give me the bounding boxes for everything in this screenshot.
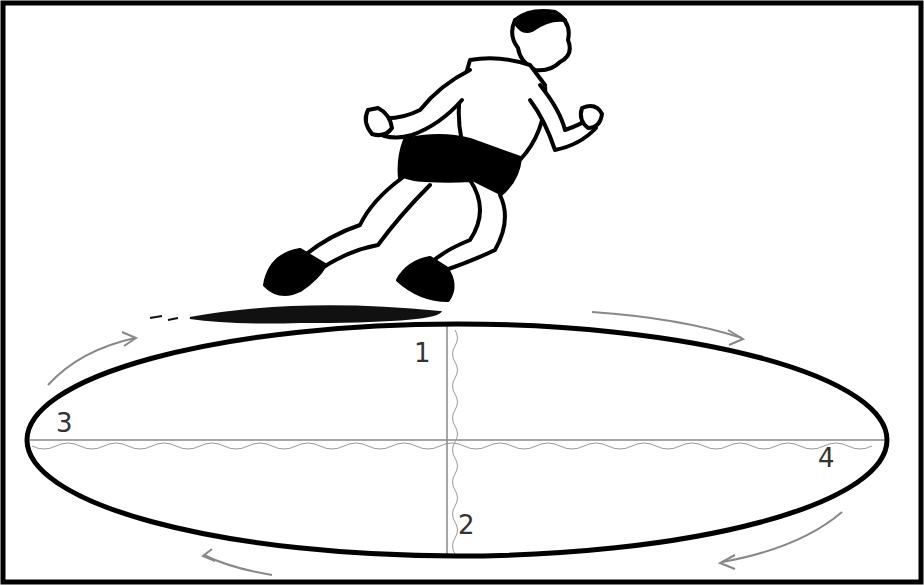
horizontal-line	[30, 439, 885, 441]
shadow	[150, 306, 440, 322]
wavy-line	[453, 330, 458, 554]
callout-number: 2	[458, 512, 475, 538]
wavy-line	[32, 443, 872, 449]
direction-arrows	[48, 312, 842, 575]
runner	[265, 11, 602, 300]
vertical-line	[446, 325, 448, 555]
callout-number: 3	[56, 410, 73, 436]
track-ellipse	[27, 324, 887, 556]
callout-number: 1	[414, 340, 431, 366]
callout-number: 4	[818, 445, 835, 471]
frame	[3, 3, 921, 582]
